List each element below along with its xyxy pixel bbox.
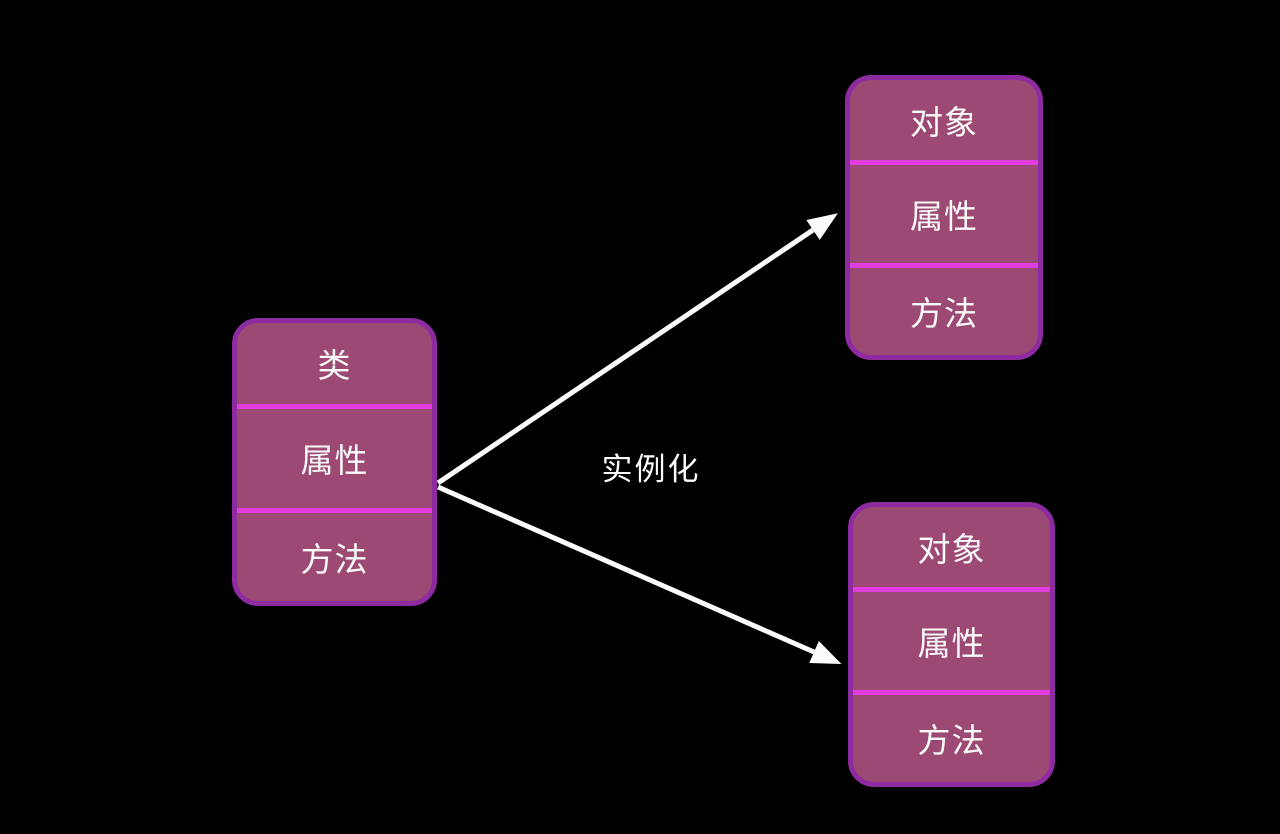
object-box-bottom: 对象 属性 方法 [848, 502, 1055, 787]
instantiation-arrow-bottom [436, 484, 842, 665]
object-box-top-methods: 方法 [910, 294, 978, 334]
object-box-top: 对象 属性 方法 [845, 75, 1043, 360]
class-box-attributes: 属性 [237, 403, 432, 513]
class-box-methods: 方法 [300, 539, 369, 579]
object-box-top-title: 对象 [910, 102, 978, 142]
object-box-bottom-title: 对象 [917, 529, 986, 569]
object-box-bottom-attributes: 属性 [853, 586, 1050, 695]
class-box: 类 属性 方法 [232, 318, 437, 606]
object-box-top-attributes: 属性 [850, 159, 1038, 268]
instantiation-label: 实例化 [601, 452, 701, 488]
object-box-bottom-methods: 方法 [917, 721, 986, 761]
class-box-title: 类 [317, 346, 352, 386]
